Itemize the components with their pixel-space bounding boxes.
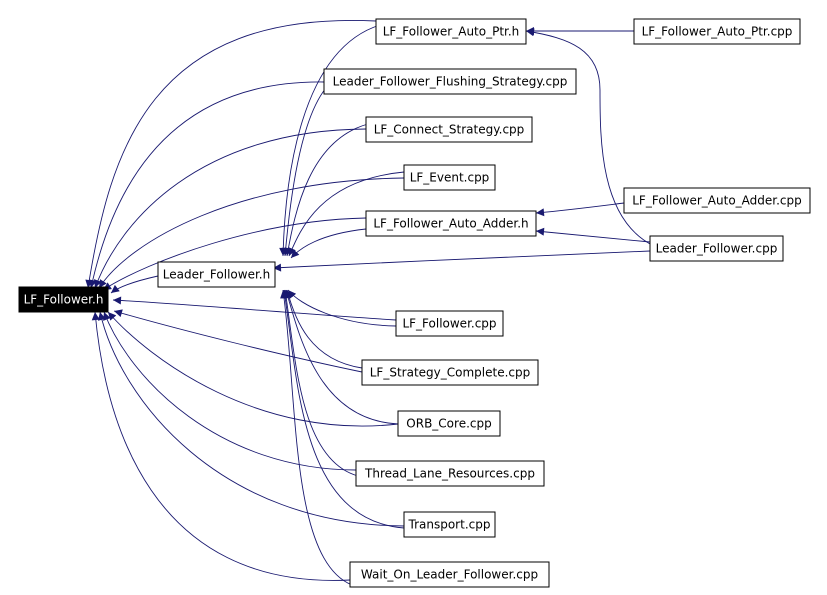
edge-transport-cpp-to-lf-follower-h — [97, 311, 405, 527]
node-label: LF_Follower.cpp — [402, 317, 496, 331]
node-label: LF_Follower_Auto_Ptr.h — [383, 25, 520, 39]
node-label: LF_Follower_Auto_Ptr.cpp — [642, 25, 793, 39]
node-transport-cpp[interactable]: Transport.cpp — [403, 511, 496, 538]
node-label: Wait_On_Leader_Follower.cpp — [361, 568, 538, 582]
node-wait-on-leader-follower-cpp[interactable]: Wait_On_Leader_Follower.cpp — [349, 561, 550, 588]
node-orb-core-cpp[interactable]: ORB_Core.cpp — [397, 410, 501, 437]
edges — [85, 19, 655, 586]
edge-wait-on-leader-follower-cpp-to-lf-follower-h — [91, 311, 351, 581]
node-leader-follower-h[interactable]: Leader_Follower.h — [157, 261, 276, 288]
edge-lf-event-cpp-to-leader-follower-h — [288, 171, 405, 257]
edge-leader-follower-cpp-to-leader-follower-h — [272, 250, 651, 272]
edge-lf-follower-auto-adder-h-to-lf-follower-h — [102, 217, 367, 291]
node-lf-follower-auto-adder-cpp[interactable]: LF_Follower_Auto_Adder.cpp — [623, 187, 811, 214]
edge-lf-follower-cpp-to-leader-follower-h — [287, 289, 397, 327]
edge-leader-follower-cpp-to-lf-follower-auto-ptr-h — [525, 28, 655, 247]
edge-lf-follower-auto-adder-cpp-to-lf-follower-auto-adder-h — [535, 202, 625, 217]
node-label: LF_Follower.h — [24, 293, 104, 307]
edge-transport-cpp-to-leader-follower-h — [281, 289, 405, 529]
node-label: Leader_Follower_Flushing_Strategy.cpp — [333, 75, 568, 89]
edge-lf-follower-cpp-to-lf-follower-h — [112, 296, 397, 321]
node-label: LF_Follower_Auto_Adder.h — [373, 217, 528, 231]
edge-leader-follower-h-to-lf-follower-h — [110, 275, 159, 294]
node-label: Leader_Follower.h — [163, 268, 270, 282]
node-leader-follower-flushing-strategy-cpp[interactable]: Leader_Follower_Flushing_Strategy.cpp — [323, 68, 577, 95]
node-label: Leader_Follower.cpp — [656, 242, 778, 256]
edge-thread-lane-resources-cpp-to-leader-follower-h — [282, 289, 359, 477]
edge-lf-strategy-complete-cpp-to-lf-follower-h — [113, 309, 363, 373]
node-label: LF_Follower_Auto_Adder.cpp — [632, 194, 802, 208]
edge-flushing-strategy-cpp-to-lf-follower-h — [88, 81, 325, 289]
edge-lf-strategy-complete-cpp-to-leader-follower-h — [285, 289, 363, 369]
node-thread-lane-resources-cpp[interactable]: Thread_Lane_Resources.cpp — [355, 460, 545, 487]
edge-lf-follower-auto-ptr-h-to-leader-follower-h — [279, 24, 381, 257]
node-lf-follower-auto-ptr-cpp[interactable]: LF_Follower_Auto_Ptr.cpp — [633, 18, 801, 45]
node-lf-connect-strategy-cpp[interactable]: LF_Connect_Strategy.cpp — [365, 116, 533, 143]
edge-lf-follower-auto-ptr-h-to-lf-follower-h — [85, 19, 377, 289]
node-lf-follower-auto-adder-h[interactable]: LF_Follower_Auto_Adder.h — [365, 210, 537, 237]
node-label: LF_Strategy_Complete.cpp — [370, 366, 530, 380]
node-label: Transport.cpp — [408, 518, 491, 532]
node-lf-follower-auto-ptr-h[interactable]: LF_Follower_Auto_Ptr.h — [375, 18, 527, 45]
node-label: LF_Connect_Strategy.cpp — [374, 123, 525, 137]
node-lf-follower-h[interactable]: LF_Follower.h — [18, 286, 109, 313]
edge-lf-event-cpp-to-lf-follower-h — [98, 177, 405, 289]
node-lf-follower-cpp[interactable]: LF_Follower.cpp — [395, 310, 504, 337]
node-leader-follower-cpp[interactable]: Leader_Follower.cpp — [649, 235, 784, 262]
edge-orb-core-cpp-to-leader-follower-h — [284, 289, 399, 425]
edge-lf-follower-auto-adder-h-to-leader-follower-h — [290, 228, 367, 259]
node-label: ORB_Core.cpp — [406, 417, 491, 431]
edge-wait-on-leader-follower-cpp-to-leader-follower-h — [280, 289, 353, 586]
edge-orb-core-cpp-to-lf-follower-h — [107, 311, 399, 427]
edge-lf-connect-strategy-cpp-to-leader-follower-h — [284, 123, 369, 257]
node-label: LF_Event.cpp — [410, 171, 490, 185]
edge-thread-lane-resources-cpp-to-lf-follower-h — [103, 311, 357, 471]
node-lf-strategy-complete-cpp[interactable]: LF_Strategy_Complete.cpp — [361, 359, 539, 386]
nodes: LF_Follower.h Leader_Follower.h LF_Follo… — [18, 18, 811, 588]
edge-leader-follower-cpp-to-lf-follower-auto-adder-h — [535, 227, 651, 243]
edge-flushing-strategy-cpp-to-leader-follower-h — [281, 87, 327, 257]
node-lf-event-cpp[interactable]: LF_Event.cpp — [403, 164, 496, 191]
node-label: Thread_Lane_Resources.cpp — [364, 467, 535, 481]
